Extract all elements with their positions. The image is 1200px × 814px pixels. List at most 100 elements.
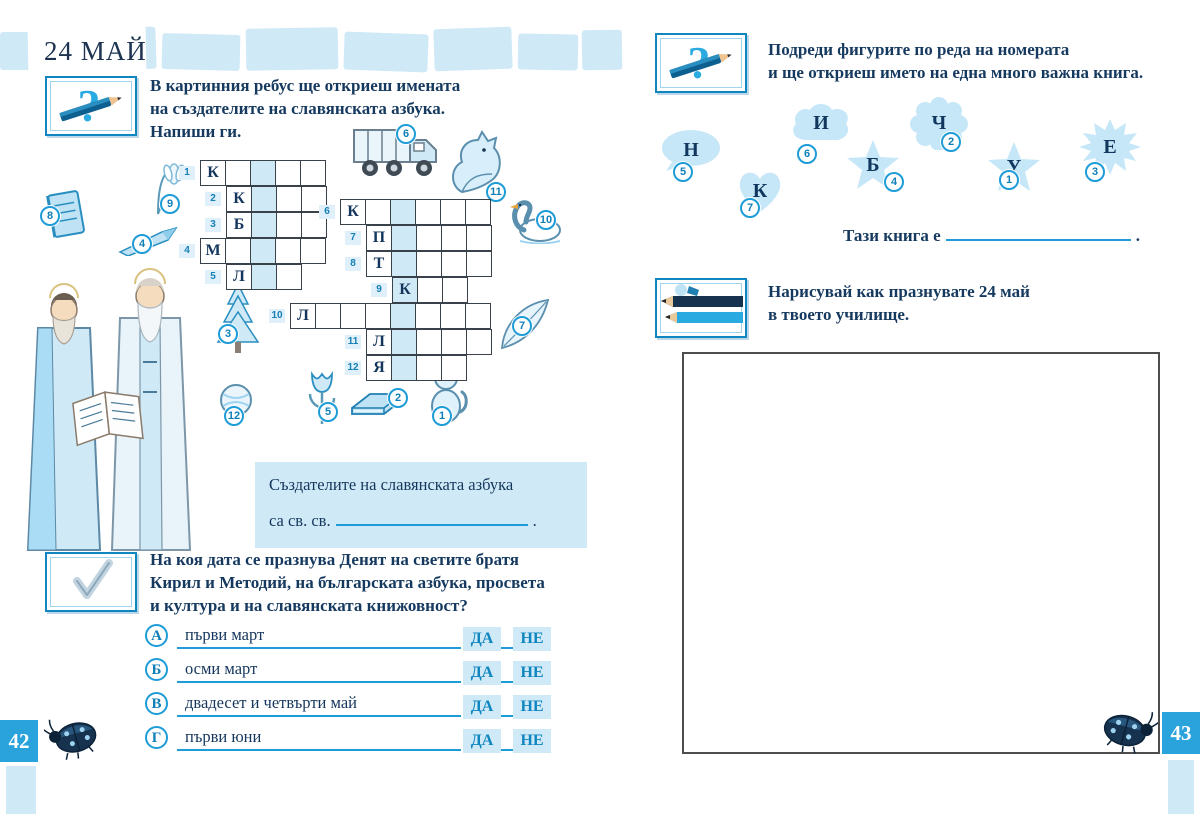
crossword-cell[interactable] bbox=[251, 264, 277, 290]
crossword-row-number: 1 bbox=[179, 166, 195, 180]
crossword-cell[interactable] bbox=[365, 199, 391, 225]
crossword-cell[interactable] bbox=[250, 238, 276, 264]
task-text-line: Напиши ги. bbox=[150, 122, 242, 141]
no-option[interactable]: НЕ bbox=[513, 661, 551, 685]
crossword-cell[interactable] bbox=[466, 225, 492, 251]
answer-box-prefix: са св. св. bbox=[269, 511, 331, 530]
crossword-cell[interactable] bbox=[225, 238, 251, 264]
crossword-cell[interactable] bbox=[250, 160, 276, 186]
crossword-cell[interactable] bbox=[391, 355, 417, 381]
task-icon-box: ? bbox=[45, 76, 137, 136]
drawing-area[interactable] bbox=[682, 352, 1160, 754]
picture-number-badge: 4 bbox=[132, 234, 152, 254]
crossword-cell[interactable] bbox=[465, 199, 491, 225]
crossword-cell[interactable] bbox=[415, 303, 441, 329]
yes-option[interactable]: ДА bbox=[463, 661, 501, 685]
cloud-shape: И bbox=[788, 100, 854, 151]
crossword-cell[interactable] bbox=[441, 355, 467, 381]
crossword-cell[interactable] bbox=[416, 329, 442, 355]
crossword-cell[interactable] bbox=[440, 303, 466, 329]
tulip-icon: 5 bbox=[302, 368, 342, 435]
crossword-cell[interactable] bbox=[466, 251, 492, 277]
crossword-cell[interactable] bbox=[416, 251, 442, 277]
crossword-cell[interactable] bbox=[441, 225, 467, 251]
crossword-cell[interactable] bbox=[442, 277, 468, 303]
yes-option[interactable]: ДА bbox=[463, 695, 501, 719]
answer-line[interactable] bbox=[177, 647, 461, 649]
swan-icon: 10 bbox=[506, 198, 564, 249]
crossword-cell[interactable] bbox=[251, 186, 277, 212]
crossword-row-number: 7 bbox=[345, 231, 361, 245]
edge-strip-decoration bbox=[6, 766, 36, 814]
option-letter: Б bbox=[145, 658, 168, 681]
shape-number-badge: 3 bbox=[1085, 162, 1105, 182]
crossword-cell[interactable] bbox=[276, 186, 302, 212]
crossword-cell[interactable] bbox=[416, 225, 442, 251]
page-title: 24 МАЙ bbox=[44, 36, 147, 66]
crossword-cell[interactable] bbox=[440, 199, 466, 225]
crossword-cell[interactable] bbox=[315, 303, 341, 329]
task-text-line: Кирил и Методий, на българската азбука, … bbox=[150, 573, 545, 592]
crossword-cell[interactable] bbox=[441, 251, 467, 277]
crossword-cell[interactable] bbox=[390, 199, 416, 225]
edge-strip-decoration bbox=[1168, 760, 1194, 814]
answer-line[interactable] bbox=[177, 749, 461, 751]
crossword-row-number: 8 bbox=[345, 257, 361, 271]
yes-option[interactable]: ДА bbox=[463, 729, 501, 753]
star-shape: Б bbox=[845, 138, 901, 197]
left-task2-text: На коя дата се празнува Денят на светите… bbox=[150, 548, 545, 617]
answer-line[interactable] bbox=[177, 681, 461, 683]
crossword-cell[interactable] bbox=[391, 251, 417, 277]
crossword-cell[interactable] bbox=[465, 303, 491, 329]
option-text: двадесет и четвърти май bbox=[185, 693, 357, 712]
yes-option[interactable]: ДА bbox=[463, 627, 501, 651]
crossword-row-number: 12 bbox=[345, 361, 361, 375]
answer-line[interactable] bbox=[177, 715, 461, 717]
crossword-cell[interactable] bbox=[391, 225, 417, 251]
picture-number-badge: 10 bbox=[536, 210, 556, 230]
crossword-cell[interactable] bbox=[275, 160, 301, 186]
option-text: първи март bbox=[185, 625, 265, 644]
crossword-cell[interactable] bbox=[225, 160, 251, 186]
shape-letter: К bbox=[752, 180, 768, 202]
answer-box: Създателите на славянската азбука са св.… bbox=[255, 462, 587, 548]
crossword-cell[interactable] bbox=[276, 264, 302, 290]
crossword-letter-cell: Б bbox=[226, 212, 252, 238]
crossword-cell[interactable] bbox=[416, 355, 442, 381]
answer-blank[interactable] bbox=[335, 513, 528, 526]
no-option[interactable]: НЕ bbox=[513, 729, 551, 753]
no-option[interactable]: НЕ bbox=[513, 627, 551, 651]
book-answer-blank[interactable] bbox=[945, 228, 1131, 241]
crossword-cell[interactable] bbox=[441, 329, 467, 355]
crossword-cell[interactable] bbox=[390, 303, 416, 329]
torn-paper-decoration bbox=[433, 26, 513, 72]
crossword-cell[interactable] bbox=[251, 212, 277, 238]
task-text-line: В картинния ребус ще откриеш имената bbox=[150, 76, 461, 95]
crossword-letter-cell: Л bbox=[366, 329, 392, 355]
book-answer-line: Тази книга е. bbox=[843, 226, 1140, 246]
crossword-cell[interactable] bbox=[276, 212, 302, 238]
picture-number-badge: 8 bbox=[40, 206, 60, 226]
crossword-letter-cell: К bbox=[340, 199, 366, 225]
crossword-cell[interactable] bbox=[300, 160, 326, 186]
no-option[interactable]: НЕ bbox=[513, 695, 551, 719]
crossword-cell[interactable] bbox=[391, 329, 417, 355]
crossword-cell[interactable] bbox=[466, 329, 492, 355]
crossword-cell[interactable] bbox=[417, 277, 443, 303]
task-icon-box: ? bbox=[655, 33, 747, 93]
crossword-cell[interactable] bbox=[300, 238, 326, 264]
right-task2-text: Нарисувай как празнувате 24 май в твоето… bbox=[768, 280, 1030, 326]
crossword-cell[interactable] bbox=[365, 303, 391, 329]
crossword-cell[interactable] bbox=[415, 199, 441, 225]
pine-tree-icon: 3 bbox=[216, 282, 260, 361]
option-letter: Г bbox=[145, 726, 168, 749]
task-text-line: на създателите на славянската азбука. bbox=[150, 99, 446, 118]
crossword-cell[interactable] bbox=[340, 303, 366, 329]
shape-number-badge: 6 bbox=[797, 144, 817, 164]
picture-number-badge: 7 bbox=[512, 316, 532, 336]
crossword-cell[interactable] bbox=[275, 238, 301, 264]
